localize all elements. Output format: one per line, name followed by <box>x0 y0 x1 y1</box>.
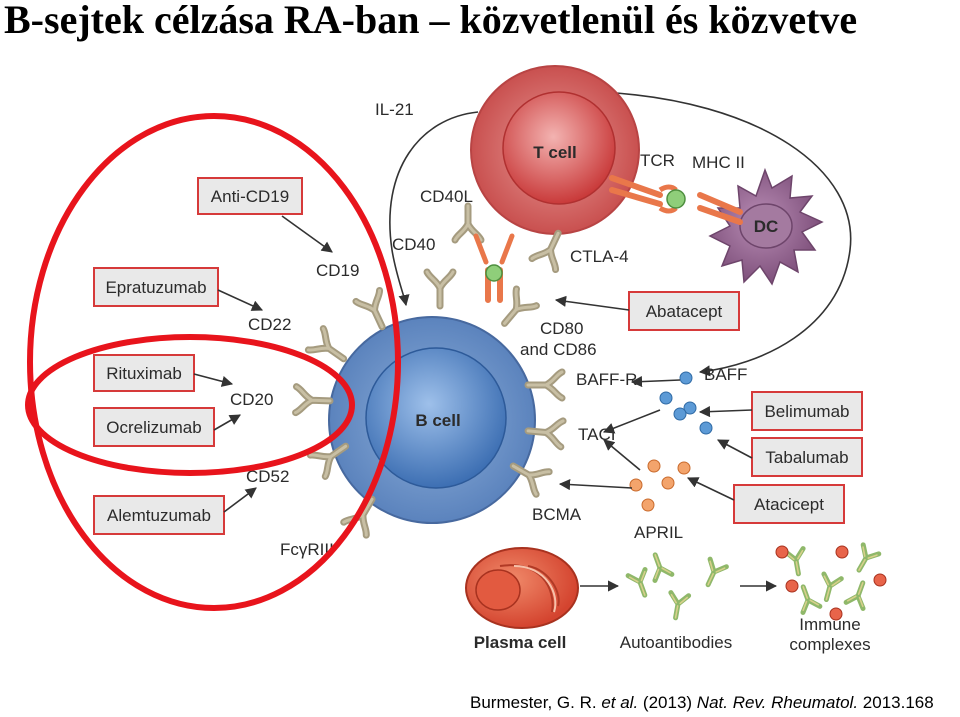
receptors <box>296 206 570 535</box>
page-title: B-sejtek célzása RA-ban – közvetlenül és… <box>4 0 858 42</box>
cd40-receptor <box>427 272 453 306</box>
drug-alemtuzumab: Alemtuzumab <box>93 495 225 535</box>
citation-authors: Burmester, G. R. <box>470 693 597 712</box>
taci-label: TACI <box>578 425 615 444</box>
b-cell: B cell <box>328 316 536 524</box>
ctla4-label: CTLA-4 <box>570 247 629 266</box>
belimumab-arrow <box>698 406 753 418</box>
baffr-receptor <box>528 372 562 398</box>
cd22-label: CD22 <box>248 315 291 334</box>
drug-ocrelizumab: Ocrelizumab <box>93 407 215 447</box>
highlight-direct-targets <box>27 113 401 611</box>
ocrelizumab-label: Ocrelizumab <box>106 418 201 437</box>
autoantibodies-label: Autoantibodies <box>620 633 732 652</box>
abatacept-label: Abatacept <box>646 302 723 321</box>
cd86-label: and CD86 <box>520 340 597 359</box>
april-label: APRIL <box>634 523 683 542</box>
cd40l-label: CD40L <box>420 187 473 206</box>
belimumab-label: Belimumab <box>764 402 849 421</box>
atacicept-label: Atacicept <box>754 495 824 514</box>
alemtuzumab-arrow <box>223 487 257 513</box>
autoantibodies: Autoantibodies <box>620 552 732 652</box>
alemtuzumab-label: Alemtuzumab <box>107 506 211 525</box>
plasma-cell-label: Plasma cell <box>474 633 567 652</box>
cd52-label: CD52 <box>246 467 289 486</box>
cd20-label: CD20 <box>230 390 273 409</box>
t-cell: T cell <box>470 65 640 235</box>
april-taci-arrow <box>603 439 641 471</box>
abatacept-arrow <box>554 295 630 311</box>
cd20-receptor <box>296 387 331 414</box>
citation-etal: et al. <box>601 693 639 712</box>
fcgr-label: FcγRIII <box>280 540 334 559</box>
baff-molecules <box>659 371 713 435</box>
dc-label: DC <box>754 217 779 236</box>
drug-tabalumab: Tabalumab <box>751 437 863 477</box>
rituximab-label: Rituximab <box>106 364 182 383</box>
drug-abatacept: Abatacept <box>628 291 740 331</box>
highlight-cd20-targets <box>25 334 355 476</box>
tcr-mhc-complex <box>609 175 743 225</box>
il21-label: IL-21 <box>375 100 414 119</box>
cd40-label: CD40 <box>392 235 435 254</box>
epratuzumab-label: Epratuzumab <box>105 278 206 297</box>
cd80-label: CD80 <box>540 319 583 338</box>
baff-label: BAFF <box>704 365 747 384</box>
dendritic-cell: DC <box>708 167 824 286</box>
drug-epratuzumab: Epratuzumab <box>93 267 219 307</box>
tcr-label: TCR <box>640 151 675 170</box>
anti-cd19-arrow <box>281 215 333 253</box>
immune-complexes: Immune complexes <box>775 545 887 654</box>
atacicept-april-arrow <box>686 477 735 501</box>
t-cell-baff-arrow <box>599 91 852 377</box>
t-cell-label: T cell <box>533 143 576 162</box>
drug-anti-cd19: Anti-CD19 <box>197 177 303 215</box>
b-cell-label: B cell <box>415 411 460 430</box>
citation: Burmester, G. R. et al. (2013) Nat. Rev.… <box>470 693 934 713</box>
april-bcma-arrow <box>558 478 633 491</box>
drug-rituximab: Rituximab <box>93 354 195 392</box>
immune-label-1: Immune <box>799 615 860 634</box>
epratuzumab-arrow <box>217 289 264 311</box>
april-molecules <box>629 459 691 512</box>
bcma-label: BCMA <box>532 505 582 524</box>
tabalumab-label: Tabalumab <box>765 448 848 467</box>
citation-journal: Nat. Rev. Rheumatol. <box>696 693 859 712</box>
tabalumab-arrow <box>717 439 753 459</box>
mhc2-label: MHC II <box>692 153 745 172</box>
drug-atacicept: Atacicept <box>733 484 845 524</box>
immune-label-2: complexes <box>789 635 870 654</box>
ocrelizumab-arrow <box>213 414 241 431</box>
baff-baffr-arrow <box>630 375 681 388</box>
rituximab-arrow <box>193 373 234 387</box>
il21-arrow <box>389 111 479 307</box>
drug-arrows <box>193 215 778 592</box>
plasma-cell: Plasma cell <box>465 547 579 652</box>
cd19-label: CD19 <box>316 261 359 280</box>
baffr-label: BAFF-R <box>576 370 637 389</box>
citation-ref: 2013.168 <box>862 693 934 712</box>
anti-cd19-label: Anti-CD19 <box>211 187 289 206</box>
baff-taci-arrow <box>602 409 661 434</box>
citation-year: (2013) <box>642 693 693 712</box>
drug-belimumab: Belimumab <box>751 391 863 431</box>
